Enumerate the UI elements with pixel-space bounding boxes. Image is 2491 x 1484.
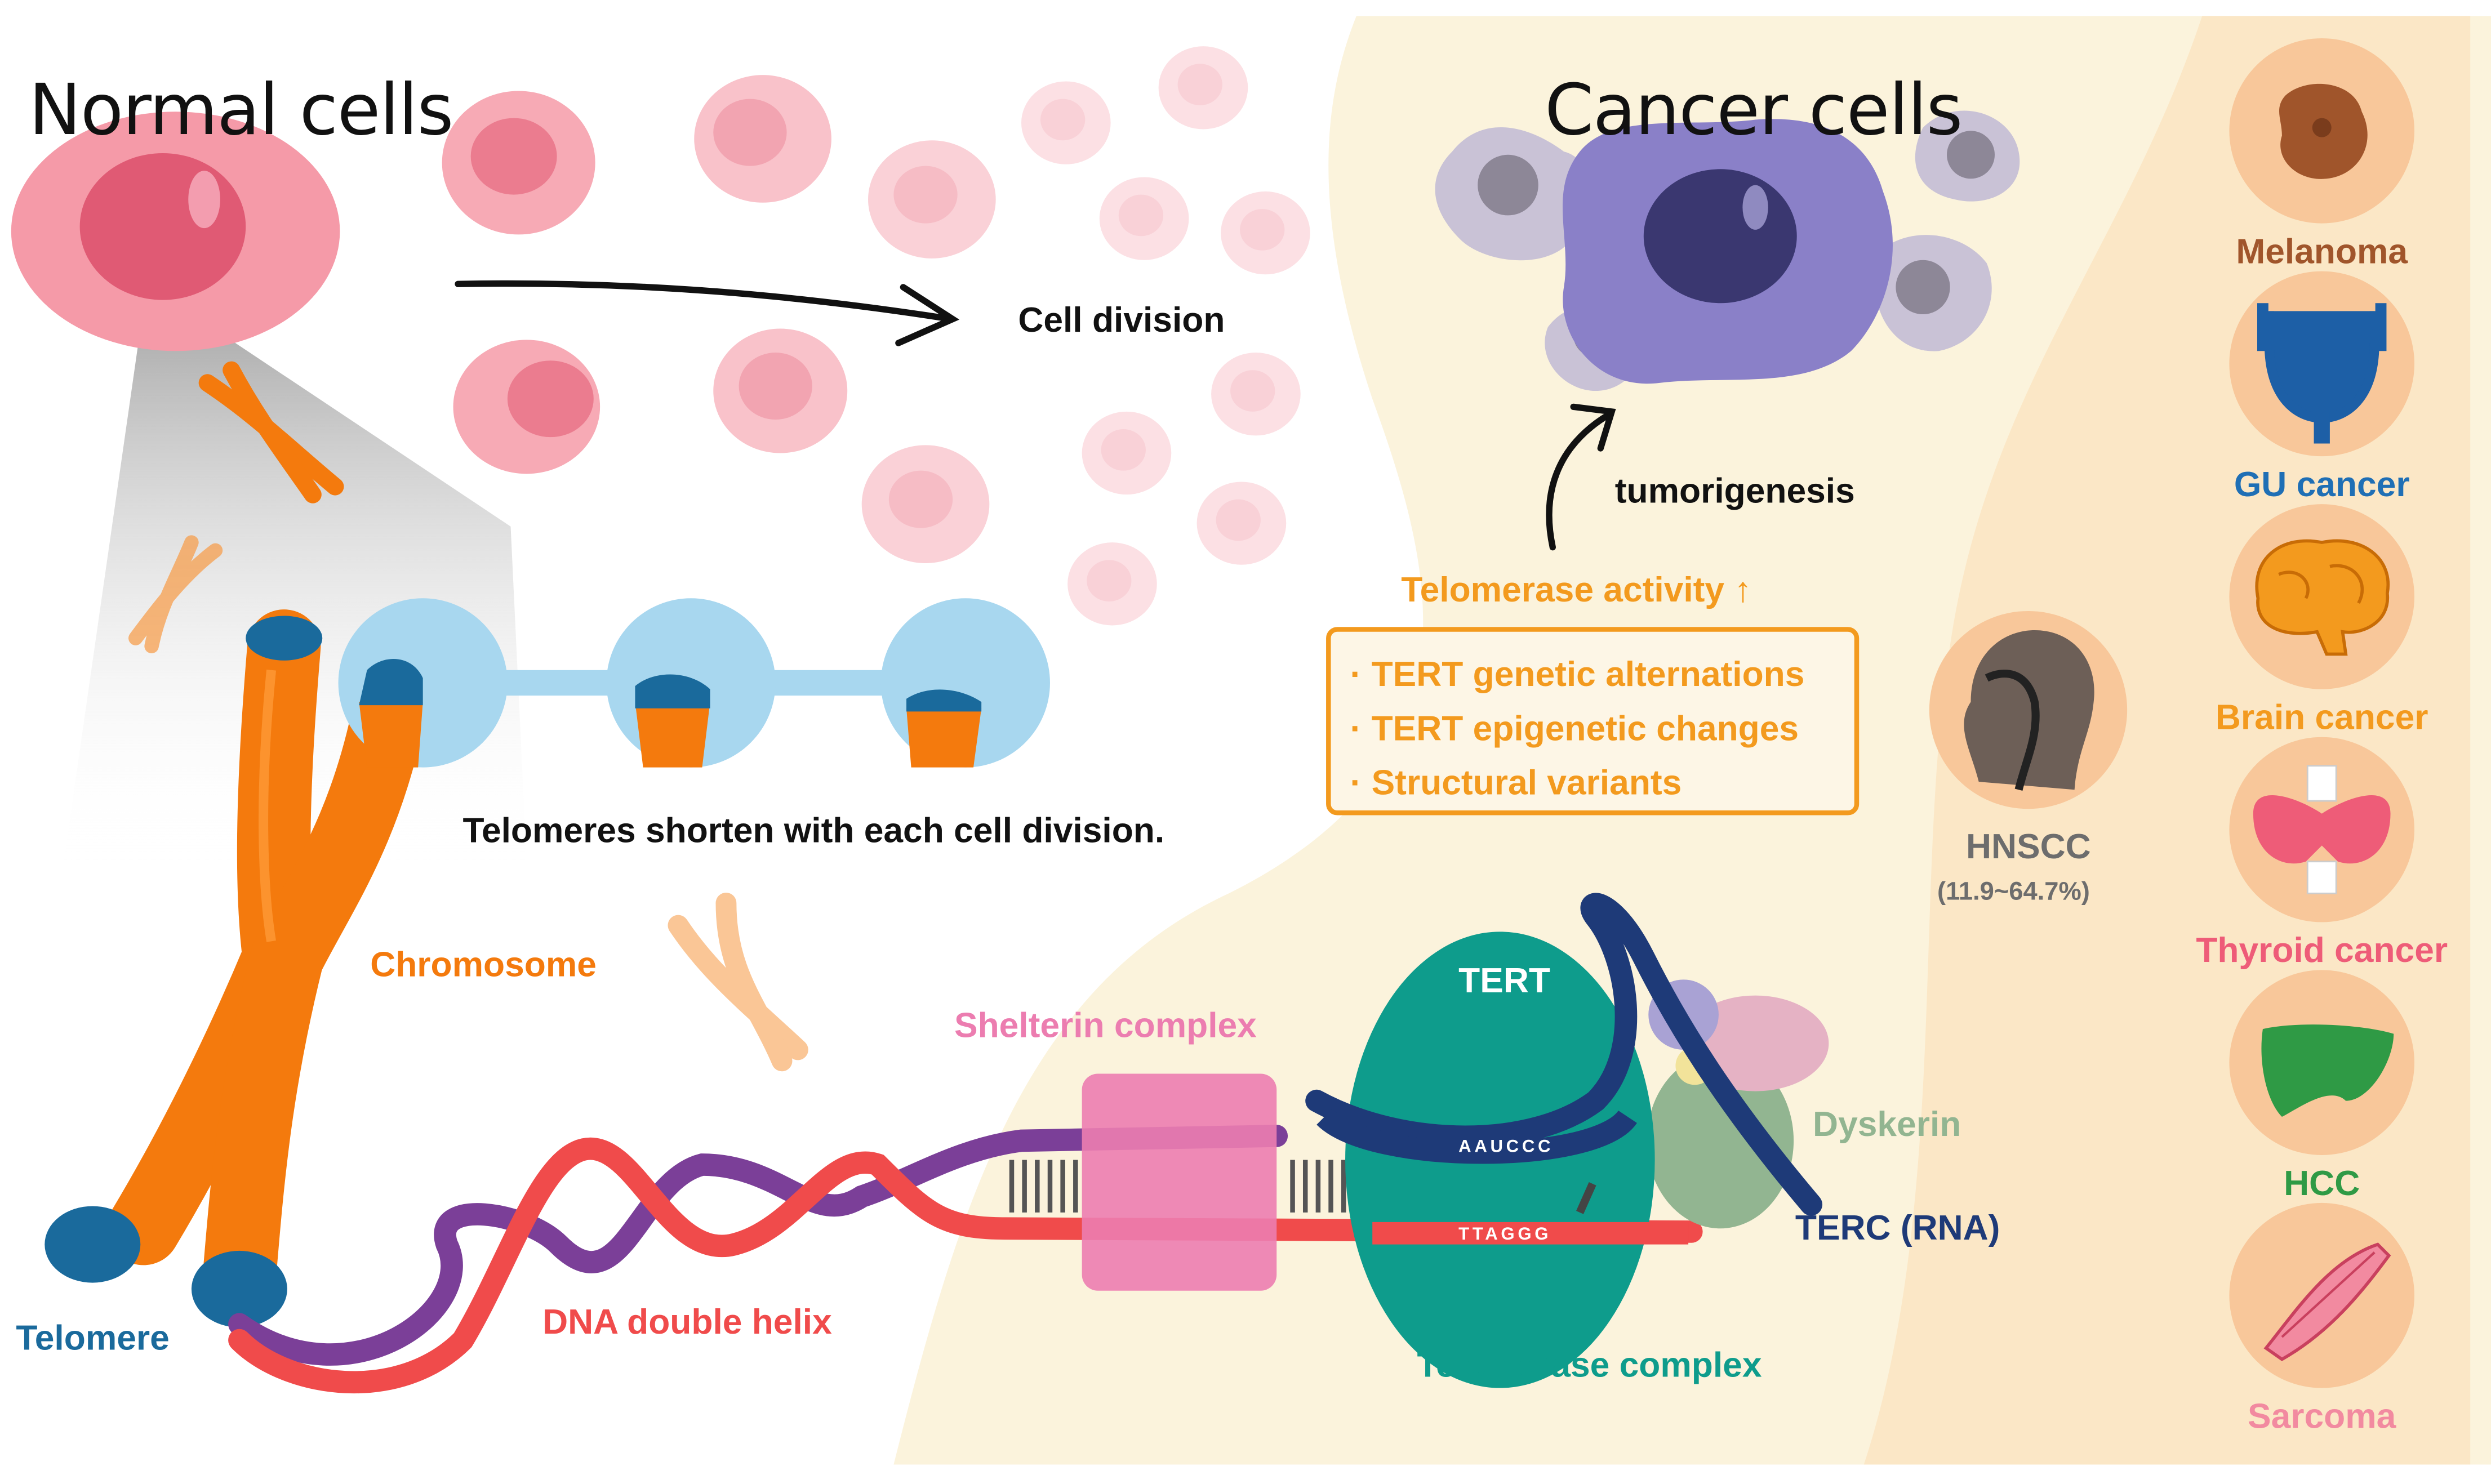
normal-cells-dividing — [442, 46, 1310, 626]
cancer-name-melanoma: Melanoma — [2236, 231, 2408, 271]
cell-division-arrow — [455, 280, 960, 346]
ttaggg-label: TTAGGG — [1458, 1225, 1552, 1245]
telomerase-complex-label: Telomerase complex — [1417, 1345, 1762, 1385]
mechanism-item: · Structural variants — [1350, 763, 1682, 803]
brain-icon — [2229, 504, 2415, 689]
mechanism-item: · TERT genetic alternations — [1350, 654, 1805, 694]
small-chromosome-3 — [668, 892, 808, 1072]
telomerase-complex-shape — [1305, 893, 1829, 1388]
mechanism-item: · TERT epigenetic changes — [1350, 708, 1799, 748]
small-chromosome-1 — [198, 361, 344, 503]
dyskerin-label: Dyskerin — [1813, 1104, 1961, 1144]
terc-label: TERC (RNA) — [1795, 1207, 2000, 1248]
dna-double-helix — [228, 1125, 1703, 1394]
muscle-icon — [2229, 1202, 2415, 1388]
cancer-name-gu: GU cancer — [2234, 464, 2410, 505]
cancer-cells-title: Cancer cells — [1545, 70, 1963, 152]
telomeres-shorten-label: Telomeres shorten with each cell divisio… — [462, 810, 1165, 850]
shelterin-complex-label: Shelterin complex — [954, 1005, 1257, 1045]
tumorigenesis-label: tumorigenesis — [1614, 470, 1855, 511]
cancer-name-sarcoma: Sarcoma — [2248, 1396, 2396, 1436]
tumorigenesis-arrow — [1546, 403, 1616, 551]
small-chromosome-2 — [128, 535, 223, 654]
telomere-shortening-row — [338, 598, 1050, 768]
hnscc-label: HNSCC — [1966, 826, 2091, 867]
shelterin-complex-shape — [1082, 1073, 1277, 1291]
aauccc-label: AAUCCC — [1458, 1137, 1554, 1157]
melanoma-icon — [2229, 38, 2415, 224]
cancer-cells-cluster — [1435, 110, 2020, 391]
cell-division-label: Cell division — [1018, 300, 1225, 340]
tert-label: TERT — [1458, 960, 1550, 1001]
telomerase-activity-label: Telomerase activity ↑ — [1401, 569, 1752, 610]
normal-cell-large — [11, 112, 340, 351]
head-icon — [1929, 610, 2128, 809]
hnscc-range: (11.9~64.7%) — [1937, 879, 2090, 907]
dna-double-helix-label: DNA double helix — [542, 1302, 832, 1342]
cancer-name-thyroid: Thyroid cancer — [2196, 930, 2448, 970]
cancer-name-brain: Brain cancer — [2215, 697, 2428, 737]
chromosome-label: Chromosome — [370, 944, 597, 984]
cancer-name-hcc: HCC — [2284, 1163, 2360, 1203]
liver-icon — [2229, 970, 2415, 1155]
thyroid-icon — [2229, 737, 2415, 923]
normal-cells-title: Normal cells — [28, 70, 453, 152]
telomere-label: Telomere — [16, 1317, 170, 1358]
mechanisms-box: · TERT genetic alternations · TERT epige… — [1326, 627, 1860, 815]
bladder-icon — [2229, 271, 2415, 457]
